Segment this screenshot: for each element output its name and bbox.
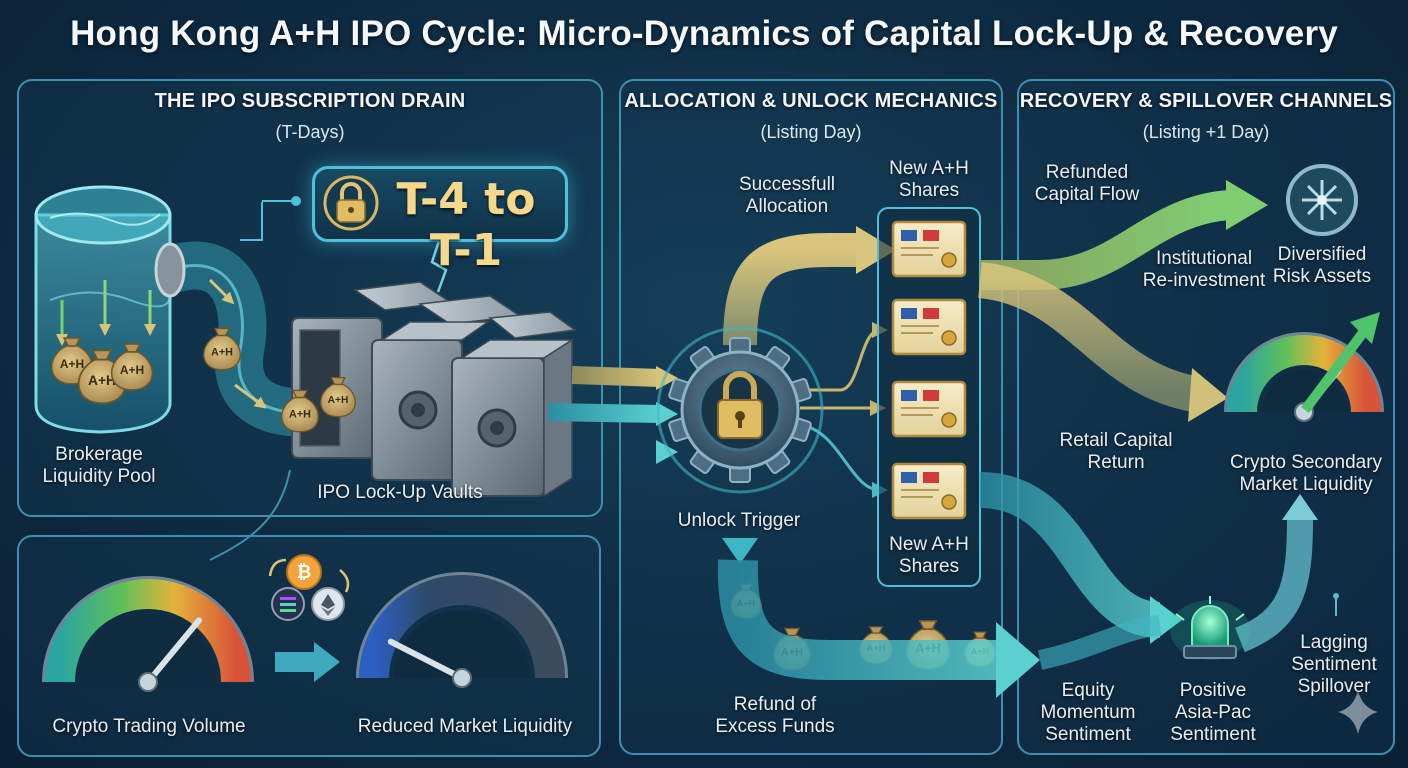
new-shares-bottom-label: New A+H Shares	[889, 534, 969, 577]
share-certificate-icon	[891, 380, 967, 438]
money-bag-label: A+H	[289, 408, 311, 420]
network-compass-icon	[1286, 164, 1358, 236]
lightning	[430, 237, 448, 293]
money-bag-label: A+H	[328, 395, 349, 406]
successful-allocation-label: Successfull Allocation	[738, 174, 836, 217]
diversified-risk-label: Diversified Risk Assets	[1272, 244, 1372, 287]
rising-arrow	[1301, 327, 1369, 413]
money-bag-label: A+H	[120, 363, 144, 377]
unlock-trigger-label: Unlock Trigger	[677, 510, 801, 531]
panel-drain-subheading: (T-Days)	[275, 122, 345, 142]
alarm-beacon-icon	[1170, 596, 1250, 660]
vault-to-gear-flows	[547, 366, 678, 464]
lagging-spillover-label: Lagging Sentiment Spillover	[1291, 632, 1377, 697]
refund-flow	[717, 559, 1000, 680]
panel-allocation-heading: ALLOCATION & UNLOCK MECHANICS	[624, 90, 998, 112]
institutional-reinvest-label: Institutional Re-investment	[1142, 248, 1266, 291]
money-bag: A+H	[320, 376, 356, 418]
panel-recovery-heading: RECOVERY & SPILLOVER CHANNELS	[1019, 90, 1393, 112]
liquidity-pool-label: Brokerage Liquidity Pool	[42, 444, 156, 487]
page-title: Hong Kong A+H IPO Cycle: Micro-Dynamics …	[70, 14, 1338, 53]
panel-drain-heading: THE IPO SUBSCRIPTION DRAIN	[154, 90, 466, 112]
panel-recovery-subheading: (Listing +1 Day)	[1142, 122, 1270, 142]
crypto-coins: ₿	[268, 554, 350, 621]
equity-momentum-label: Equity Momentum Sentiment	[1040, 680, 1136, 745]
svg-text:₿: ₿	[297, 562, 312, 583]
refunded-capital-label: Refunded Capital Flow	[1034, 162, 1140, 205]
gear-icon	[656, 326, 824, 494]
thin-flow-3	[799, 423, 881, 492]
gauge-needle	[387, 638, 465, 681]
refund-excess-label: Refund of Excess Funds	[715, 694, 835, 737]
reduced-liquidity-gauge	[356, 572, 568, 688]
new-shares-top-label: New A+H Shares	[889, 158, 969, 201]
positive-asiapac-label: Positive Asia-Pac Sentiment	[1170, 680, 1256, 745]
crypto-volume-gauge	[42, 576, 254, 692]
gauges	[42, 332, 1384, 692]
reduced-liquidity-label: Reduced Market Liquidity	[357, 716, 573, 737]
refunded-capital-flow	[980, 190, 1232, 290]
lagging-up-flow	[1234, 519, 1313, 653]
money-bag-label: A+H	[60, 357, 84, 371]
money-bag: A+H	[110, 343, 154, 391]
allocation-flow	[723, 233, 860, 346]
equity-flow	[978, 472, 1162, 638]
gauge-needle	[145, 617, 202, 685]
padlock-icon	[323, 175, 379, 231]
share-certificate-icon	[891, 462, 967, 520]
money-bag: A+H	[203, 327, 241, 371]
refund-to-sentiment	[1037, 615, 1162, 670]
bitcoin-icon: ₿	[286, 554, 322, 590]
retail-return-label: Retail Capital Return	[1059, 430, 1173, 473]
crypto-volume-label: Crypto Trading Volume	[52, 716, 246, 737]
money-bag: A+H	[281, 389, 319, 433]
share-certificate-icon	[891, 220, 967, 278]
panel-allocation-subheading: (Listing Day)	[760, 122, 862, 142]
t-days-badge-text: T-4 to T-1	[396, 174, 536, 276]
t-days-badge	[312, 166, 568, 242]
sparkle-icon	[1338, 690, 1378, 734]
money-bag-label: A+H	[211, 346, 233, 358]
share-certificate-icon	[891, 298, 967, 356]
money-bag-label: A+H	[88, 373, 116, 388]
badge-connector	[240, 202, 263, 241]
share-certificates	[891, 220, 967, 520]
panel-connector	[209, 469, 291, 561]
ethereum-icon	[311, 587, 345, 621]
retail-return-flow	[977, 262, 1204, 413]
solana-icon	[271, 587, 305, 621]
lockup-vaults-label: IPO Lock-Up Vaults	[317, 482, 483, 503]
crypto-secondary-label: Crypto Secondary Market Liquidity	[1229, 452, 1383, 495]
